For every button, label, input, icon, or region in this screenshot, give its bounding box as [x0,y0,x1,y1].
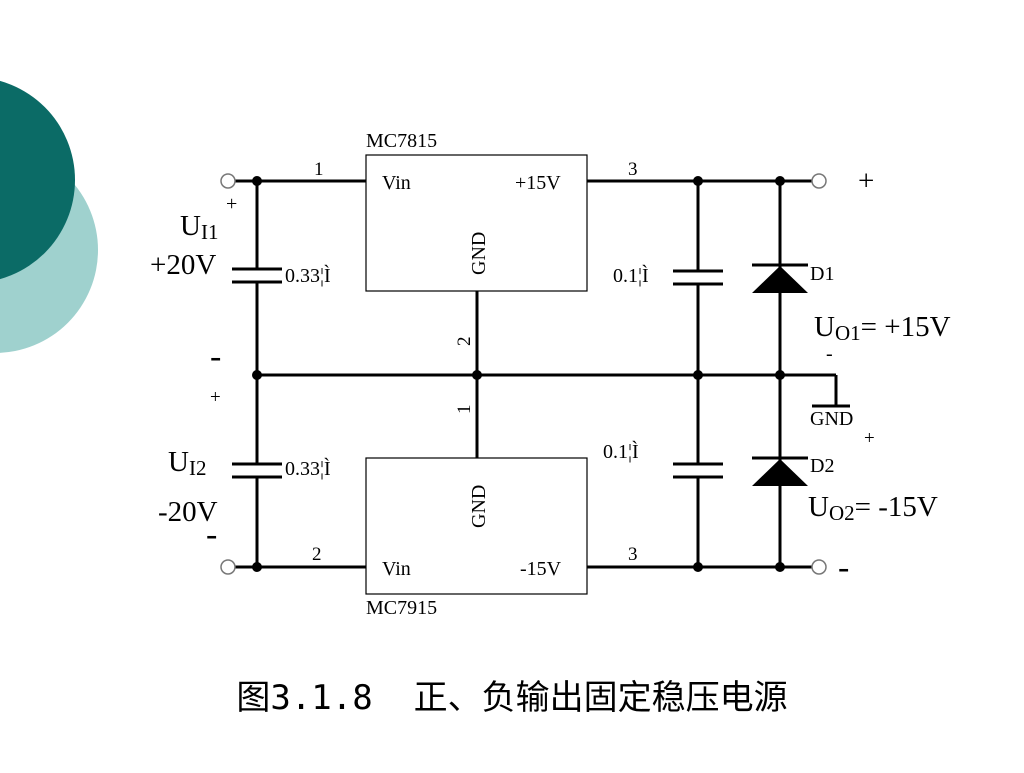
input-minus-bottom: - [206,516,217,553]
input-minus-top: - [210,338,221,375]
figure-caption: 图3.1.8 正、负输出固定稳压电源 [236,678,788,718]
decorative-circle-dark [0,80,75,280]
regulator-box-top [365,154,588,292]
input-plus-top: + [226,193,237,215]
input-voltage-top: +20V [150,249,216,281]
capacitor-in-bottom [232,462,282,479]
diode-d1 [752,263,808,293]
pin-out-label-top: +15V [515,172,561,194]
pin-in-number-top: 1 [314,159,324,180]
input-plus-bottom: + [210,387,221,408]
capacitor-label-in-bottom: 0.33¦Ì [285,457,331,480]
pin-gnd-number-bottom: 1 [454,405,475,415]
pin-in-number-bottom: 2 [312,544,322,565]
capacitor-out-top [673,269,723,286]
pin-out-number-bottom: 3 [628,544,638,565]
terminal-in-bottom [220,559,236,575]
pin-gnd-number-top: 2 [454,337,475,347]
output-minus-bottom: - [838,549,849,586]
capacitor-label-out-bottom: 0.1¦Ì [603,440,639,463]
regulator-box-bottom [365,457,588,595]
terminal-out-top [811,173,827,189]
output-gnd-label: GND [810,408,853,430]
capacitor-out-bottom [673,462,723,479]
output-plus-top: + [858,165,874,197]
input-label-bottom: UI2 [168,446,206,480]
output-minus-top: - [826,343,833,365]
capacitor-in-top [232,267,282,284]
diode-label-d2: D2 [810,455,834,477]
diode-label-d1: D1 [810,263,834,285]
pin-gnd-label-top: GND [468,232,490,275]
pin-in-label-top: Vin [382,172,411,194]
regulator-name-bottom: MC7915 [366,597,437,619]
output-label-top: UO1= +15V [814,311,951,345]
junction-dots [252,176,785,572]
output-plus-bottom: + [864,428,875,449]
capacitor-label-in-top: 0.33¦Ì [285,264,331,287]
regulator-name-top: MC7815 [366,130,437,152]
capacitor-label-out-top: 0.1¦Ì [613,264,649,287]
diode-d2 [752,456,808,486]
pin-in-label-bottom: Vin [382,558,411,580]
pin-gnd-label-bottom: GND [468,485,490,528]
output-label-bottom: UO2= -15V [808,491,938,525]
pin-out-label-bottom: -15V [520,558,562,580]
terminal-out-bottom [811,559,827,575]
input-label-top: UI1 [180,210,218,244]
input-voltage-bottom: -20V [158,496,218,528]
pin-out-number-top: 3 [628,159,638,180]
terminal-in-top [220,173,236,189]
